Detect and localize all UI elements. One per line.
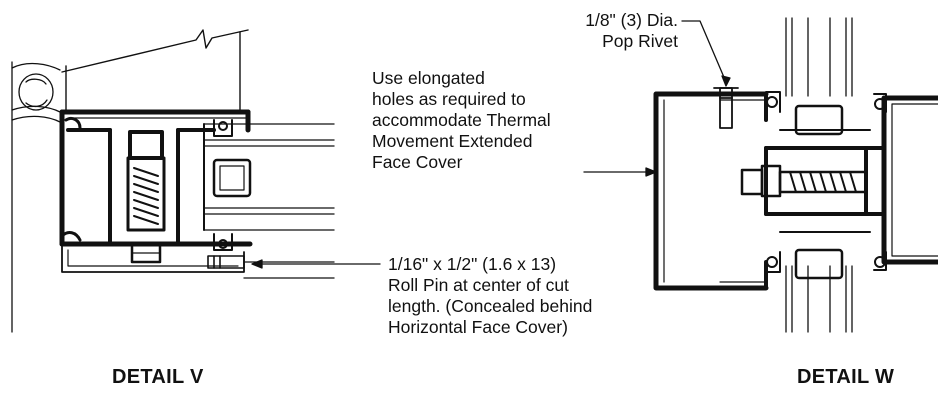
thermal-note-line: Movement Extended: [372, 131, 533, 151]
rivet-note-line: Pop Rivet: [602, 31, 678, 51]
thermal-note-line: holes as required to: [372, 89, 526, 109]
thermal-note-line: Use elongated: [372, 68, 485, 88]
sloped-member: [61, 29, 249, 111]
backer-rod-circle: [18, 73, 54, 111]
glazing-unit: [203, 123, 335, 279]
gasket-clips: [213, 119, 233, 251]
glazing-gaskets: [765, 91, 887, 273]
extended-face-cover: [653, 91, 769, 291]
pop-rivet: [713, 87, 739, 129]
wall-section: [11, 61, 61, 333]
roll-pin-note-line: 1/16" x 1/2" (1.6 x 13): [388, 254, 557, 274]
roll-pin-note-line: Horizontal Face Cover): [388, 317, 568, 337]
roll-pin: [207, 255, 245, 269]
detail-v-drawing: [11, 29, 335, 333]
adjacent-mullion: [881, 95, 938, 265]
thermal-note-line: Face Cover: [372, 152, 463, 172]
rivet-note: 1/8" (3) Dia. Pop Rivet: [528, 10, 678, 52]
mullion-profile: [59, 109, 253, 247]
thermal-note-line: accommodate Thermal: [372, 110, 551, 130]
detail-v-title: DETAIL V: [112, 366, 204, 388]
leader-lines: [251, 20, 731, 269]
mullion-screw: [740, 164, 868, 198]
thermal-movement-note: Use elongated holes as required to accom…: [372, 68, 551, 173]
detail-w-title: DETAIL W: [797, 366, 895, 388]
roll-pin-note-line: Roll Pin at center of cut: [388, 275, 569, 295]
screw-assembly: [126, 130, 166, 264]
detail-w-drawing: [653, 17, 938, 333]
roll-pin-note-line: length. (Concealed behind: [388, 296, 593, 316]
roll-pin-note: 1/16" x 1/2" (1.6 x 13) Roll Pin at cent…: [388, 254, 592, 338]
rivet-note-line: 1/8" (3) Dia.: [585, 10, 678, 30]
glass-lites: [785, 17, 853, 333]
